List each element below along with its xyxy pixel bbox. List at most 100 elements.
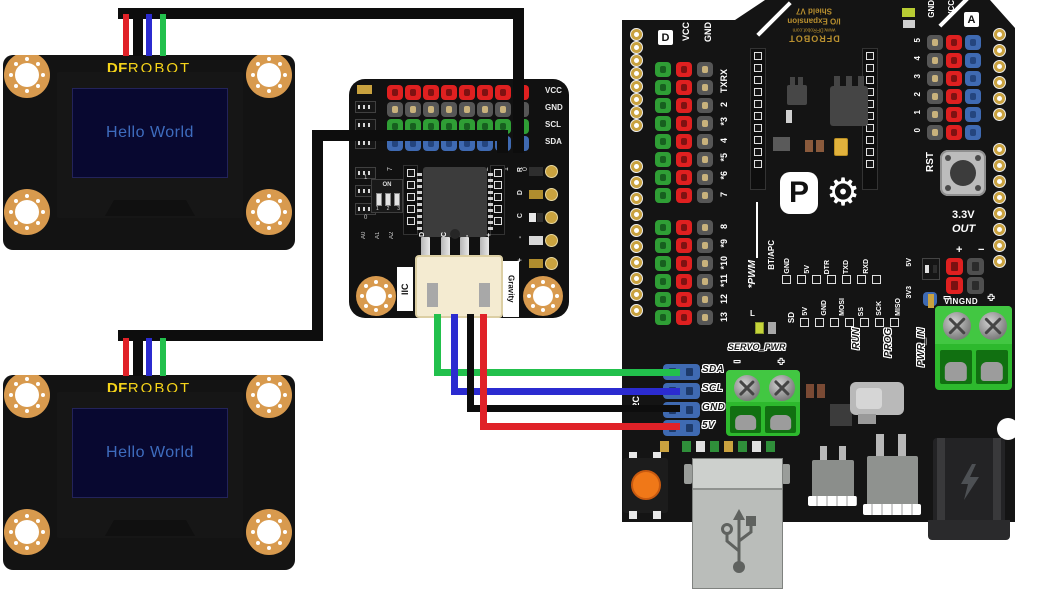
wire-green-oled1 [160,14,166,56]
usb-b-port[interactable] [692,458,783,589]
reset-button[interactable] [940,150,986,196]
pad-letter: R [517,167,524,173]
header-pin [459,102,475,117]
button-leg [653,452,661,460]
gravity-label: Gravity [503,261,519,317]
header-hole [630,119,643,132]
header-pin [697,152,713,167]
smd-header [355,167,376,179]
button-leg [629,452,637,460]
dip-number: 2 [386,206,390,212]
wire-red-oled2 [123,338,129,376]
regulator-pin [876,434,884,456]
wire-blue-oled2 [146,338,152,376]
expansion-header [403,165,418,235]
pin-row-label: GND [545,103,563,112]
smd-component [790,77,795,86]
power-led [902,8,915,17]
hole-dots [267,210,271,214]
button-screw [975,185,981,191]
wire-green-oled2 [160,338,166,376]
terminal-screw[interactable] [769,375,795,401]
mounting-hole [246,189,292,235]
pad-letter: C [517,213,524,219]
header-pin [423,102,439,117]
header-pin [676,220,692,235]
header-pin [655,220,671,235]
capacitor [805,140,813,152]
wire-bundle-oled2-v2 [497,130,508,153]
analog-pin-number: 2 [913,92,922,97]
mounting-hole [246,509,292,555]
header-pin [697,116,713,131]
smd-component [786,110,792,123]
header-slot [866,136,874,144]
header-pin [655,310,671,325]
address-label: A2 [389,231,395,239]
female-header-analog [993,28,1006,121]
header-hole [993,159,1006,172]
pin-row-label: SDA [545,137,562,146]
analog-section-label: A [964,12,979,27]
vout-plus-pin [946,258,963,275]
pad-letter: D [517,190,524,196]
header-pin [946,89,962,104]
wire-blue-scl-h [451,388,680,395]
terminal-screw[interactable] [943,312,971,340]
dc-barrel-jack[interactable] [933,438,1005,522]
digital-gnd-pins [697,220,713,325]
header-pin [655,170,671,185]
header-pin [676,98,692,113]
breakout-pad [545,257,558,270]
sd-pin-label: SS [857,306,865,316]
header-slot [754,52,762,60]
smd-pad [357,85,372,94]
header-hole [993,223,1006,236]
header-slot [493,169,502,177]
header-slot [812,275,821,284]
hole-dots [25,73,29,77]
breakout-pads [545,165,558,270]
smd-component [766,441,775,452]
button-screw [945,155,951,161]
switch-slider[interactable] [856,388,882,409]
vout-minus-pin [967,258,984,275]
header-pin [405,85,421,100]
switch-tab [858,414,876,424]
mounting-hole [4,55,50,98]
i2c-pin-label: 5V [702,420,715,431]
header-pin [676,134,692,149]
terminal-screw[interactable] [734,375,760,401]
vout-minus-pin [967,277,984,294]
dip-number: 3 [397,206,400,212]
header-pin [477,102,493,117]
oled-screen: Hello World [72,88,228,178]
ic-pins [488,173,493,231]
pwm-label: *PWM [747,260,758,289]
header-slot [866,76,874,84]
arduino-reset-button[interactable] [623,458,668,513]
header-pin [927,125,943,140]
header-pin [441,102,457,117]
mounting-hole [4,509,50,555]
connector-pin [460,237,470,257]
header-hole [630,80,643,93]
header-pin [387,85,403,100]
reset-button-cap[interactable] [631,470,661,500]
header-pin [965,107,981,122]
analog-gnd-label: GND [927,0,936,18]
port-number: 7 [387,167,394,171]
wire-blue-scl-v [451,314,458,393]
smd-component [903,20,915,28]
jumper-5v-label: 5V [906,258,913,267]
terminal-screw[interactable] [979,312,1007,340]
wire-bundle-oled2-h1 [118,330,323,341]
header-pin [946,107,962,122]
run-prog-switch[interactable] [850,382,904,415]
